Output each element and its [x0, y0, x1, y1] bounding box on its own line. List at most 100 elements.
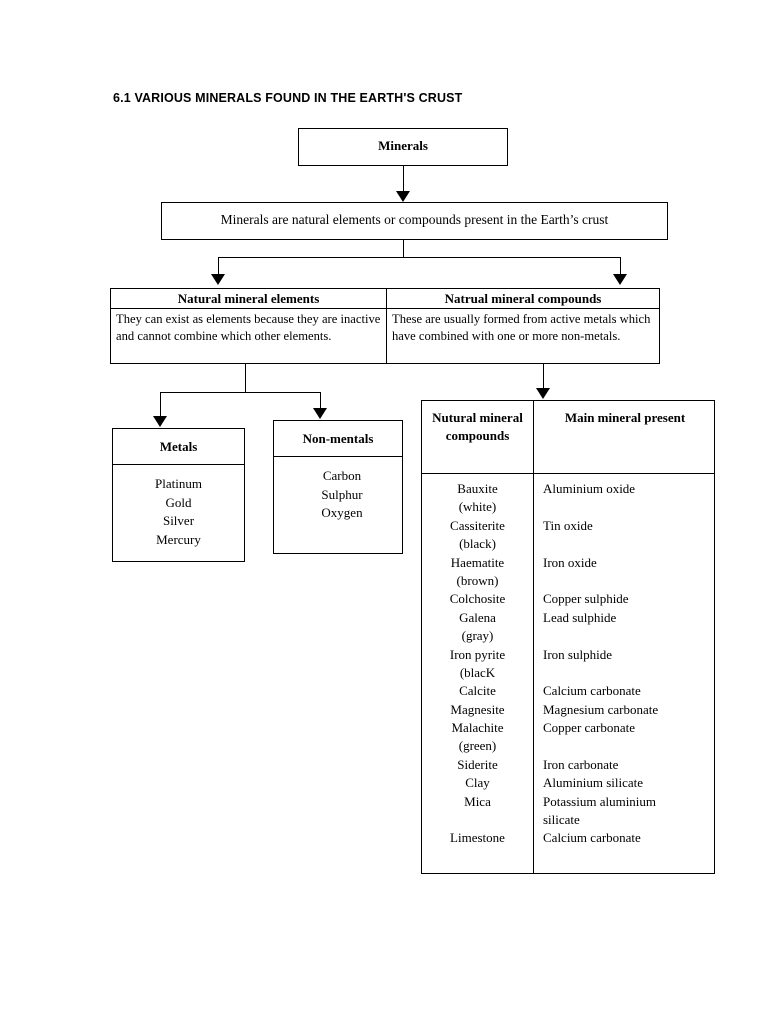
metals-box: Metals Platinum Gold Silver Mercury: [112, 428, 245, 562]
table-body: Bauxite Aluminium oxide (white) Cassiterite…: [422, 480, 714, 848]
table-cell-compound: Mica: [464, 793, 491, 809]
table-cell-compound: Malachite: [451, 720, 504, 736]
arrowhead-to-compounds: [613, 274, 627, 285]
arrowhead-to-nonmetals: [313, 408, 327, 419]
connector-compounds-to-table: [543, 364, 544, 389]
table-column-divider: [533, 401, 534, 873]
metals-header: Metals: [113, 429, 244, 465]
table-row: Limestone Calcium carbonate: [422, 829, 714, 847]
connector-definition-bar: [218, 257, 621, 258]
list-item: Gold: [165, 494, 192, 510]
list-item: Silver: [162, 513, 195, 528]
table-cell-mineral: Iron sulphide: [543, 646, 612, 662]
list-item: Oxygen: [321, 505, 363, 520]
table-cell-mineral: Magnesium carbonate: [543, 701, 659, 717]
connector-definition-left-drop: [218, 257, 219, 275]
table-cell-compound: (black): [459, 536, 496, 552]
table-cell-mineral: Aluminium oxide: [543, 481, 636, 496]
table-row: (black): [422, 535, 714, 553]
table-cell-compound: Cassiterite: [450, 517, 505, 533]
minerals-root-box: Minerals: [298, 128, 508, 166]
table-row: (green): [422, 737, 714, 755]
table-row: Colchosite Copper sulphide: [422, 590, 714, 608]
list-item: Mercury: [156, 531, 201, 547]
table-cell-mineral: Tin oxide: [543, 517, 593, 533]
metals-list: Platinum Gold Silver Mercury: [113, 465, 244, 549]
definition-box: Minerals are natural elements or compoun…: [161, 202, 668, 240]
table-row: (white): [422, 498, 714, 516]
table-cell-mineral: silicate: [543, 812, 580, 828]
table-cell-compound: Galena: [459, 609, 496, 625]
table-row: Malachite Copper carbonate: [422, 719, 714, 737]
table-cell-compound: Calcite: [459, 683, 496, 699]
table-row: Cassiterite Tin oxide: [422, 517, 714, 535]
natural-mineral-elements-header: Natural mineral elements: [111, 289, 386, 309]
nonmetals-header: Non-mentals: [274, 421, 402, 457]
connector-elements-stem: [245, 364, 246, 392]
nonmetals-list: Carbon Sulphur Oxygen: [274, 457, 402, 523]
connector-root-to-definition: [403, 166, 404, 192]
arrowhead-to-metals: [153, 416, 167, 427]
table-cell-compound: Limestone: [450, 830, 505, 846]
arrowhead-root-to-definition: [396, 191, 410, 202]
table-cell-mineral: Iron oxide: [543, 554, 597, 570]
table-header-divider: [422, 473, 714, 474]
table-row: Mica Potassium aluminium: [422, 793, 714, 811]
table-header-mineral: Main mineral present: [564, 410, 686, 425]
table-cell-mineral: Copper carbonate: [543, 720, 636, 736]
arrowhead-to-compounds-table: [536, 388, 550, 399]
natural-mineral-compounds-box: Natrual mineral compounds These are usua…: [386, 288, 660, 364]
natural-mineral-elements-box: Natural mineral elements They can exist …: [110, 288, 387, 364]
table-cell-mineral: Potassium aluminium: [543, 793, 657, 809]
list-item: Sulphur: [321, 486, 363, 502]
definition-text: Minerals are natural elements or compoun…: [220, 212, 609, 227]
table-cell-compound: (brown): [456, 572, 499, 588]
table-row: (gray): [422, 627, 714, 645]
table-cell-compound: (green): [458, 738, 497, 754]
table-cell-compound: (blacK: [459, 664, 496, 680]
connector-definition-stem: [403, 240, 404, 257]
table-row: Bauxite Aluminium oxide: [422, 480, 714, 498]
table-row: Galena Lead sulphide: [422, 609, 714, 627]
table-cell-compound: Colchosite: [449, 591, 506, 607]
page-title: 6.1 VARIOUS MINERALS FOUND IN THE EARTH'…: [113, 91, 463, 105]
compounds-table: Nutural mineral compounds Main mineral p…: [421, 400, 715, 874]
connector-nonmetals-drop: [320, 392, 321, 409]
table-cell-compound: Siderite: [457, 756, 498, 772]
table-cell-mineral: Aluminium silicate: [543, 775, 644, 791]
natural-mineral-compounds-header: Natrual mineral compounds: [387, 289, 659, 309]
table-row: Iron pyrite Iron sulphide: [422, 646, 714, 664]
table-cell-mineral: Calcium carbonate: [543, 683, 641, 699]
table-row: Haematite Iron oxide: [422, 554, 714, 572]
categories-panel: Natural mineral elements They can exist …: [110, 288, 660, 364]
table-cell-compound: Clay: [465, 775, 490, 791]
minerals-root-label: Minerals: [378, 138, 428, 153]
arrowhead-to-elements: [211, 274, 225, 285]
connector-elements-bar: [160, 392, 321, 393]
table-row: (brown): [422, 572, 714, 590]
table-row: Calcite Calcium carbonate: [422, 682, 714, 700]
table-cell-compound: (white): [458, 499, 497, 515]
table-cell-mineral: Lead sulphide: [543, 609, 617, 625]
table-cell-mineral: Calcium carbonate: [543, 830, 641, 846]
list-item: Platinum: [155, 476, 202, 491]
table-row: silicate: [422, 811, 714, 829]
table-cell-mineral: Copper sulphide: [543, 591, 629, 607]
table-cell-compound: Bauxite: [457, 481, 498, 496]
table-row: Clay Aluminium silicate: [422, 774, 714, 792]
table-header-compound: Nutural mineral compounds: [432, 410, 523, 443]
table-row: Magnesite Magnesium carbonate: [422, 701, 714, 719]
table-cell-compound: Haematite: [450, 554, 505, 570]
table-row: Siderite Iron carbonate: [422, 756, 714, 774]
table-cell-mineral: Iron carbonate: [543, 756, 619, 772]
nonmetals-box: Non-mentals Carbon Sulphur Oxygen: [273, 420, 403, 554]
table-cell-compound: (gray): [461, 628, 494, 644]
connector-metals-drop: [160, 392, 161, 417]
list-item: Carbon: [322, 468, 362, 483]
connector-definition-right-drop: [620, 257, 621, 275]
table-cell-compound: Magnesite: [450, 701, 505, 717]
table-row: (blacK: [422, 664, 714, 682]
table-cell-compound: Iron pyrite: [449, 646, 506, 662]
natural-mineral-compounds-body: These are usually formed from active met…: [392, 312, 651, 343]
